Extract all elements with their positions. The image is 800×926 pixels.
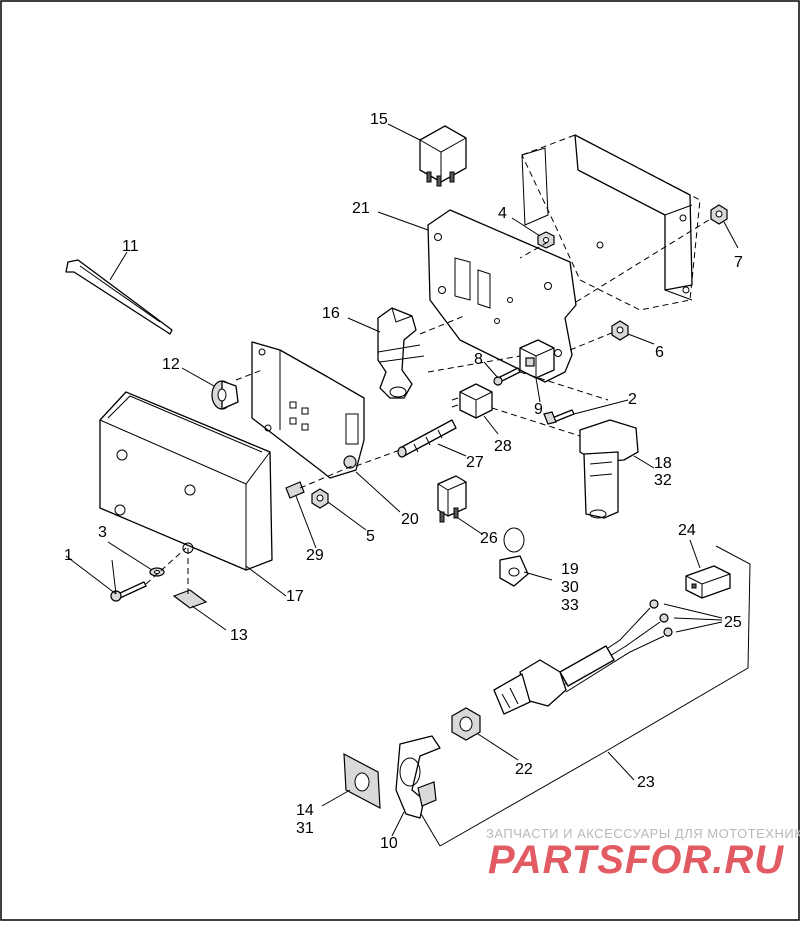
part-21-mounting-plate [427,209,577,383]
part-22-nut [451,707,481,741]
callout-14: 14 [296,802,314,819]
callout-12: 12 [162,356,180,373]
part-8-screw [493,367,521,386]
callout-24: 24 [678,522,696,539]
part-7-nut [710,204,728,225]
callout-5: 5 [366,528,375,545]
callout-22: 22 [515,761,533,778]
callout-29: 29 [306,547,324,564]
callout-3: 3 [98,524,107,541]
part-12-grommet [211,380,239,410]
callout-10: 10 [380,835,398,852]
callout-15: 15 [370,111,388,128]
part-24-connector [685,565,731,599]
callout-17: 17 [286,588,304,605]
watermark-tagline: ЗАПЧАСТИ И АКСЕССУАРЫ ДЛЯ МОТОТЕХНИКИ [486,826,800,841]
callout-30: 30 [561,579,579,596]
leader-lines [65,123,739,837]
part-23-harness [419,545,751,847]
callout-25: 25 [724,614,742,631]
callout-1: 1 [64,547,73,564]
callout-16: 16 [322,305,340,322]
callout-26: 26 [480,530,498,547]
assembly-lines [145,217,713,594]
callout-9: 9 [534,401,543,418]
part-19-ring-terminal [499,527,529,587]
callout-32: 32 [654,472,672,489]
callout-labels: 15 21 4 7 11 16 8 6 9 2 12 28 18 32 27 2… [64,111,743,852]
callout-2: 2 [628,391,637,408]
part-10-switch-bracket [395,735,441,819]
part-11-cable-tie [65,259,173,335]
part-3-washer [149,567,165,577]
callout-23: 23 [637,774,655,791]
callout-19: 19 [561,561,579,578]
callout-20: 20 [401,511,419,528]
part-9-connector [519,339,555,379]
part-5-nut [311,488,329,509]
part-2-screw [543,409,575,425]
part-14-gasket [343,752,381,810]
pressure-switch-assembly [493,599,673,715]
rear-bracket [521,134,701,311]
part-17-cover [99,391,273,571]
part-27-stud [397,419,457,458]
callout-7: 7 [734,254,743,271]
part-20-bracket [251,341,365,479]
callout-31: 31 [296,820,314,837]
callout-21: 21 [352,200,370,217]
part-4-nut [537,231,555,249]
callout-6: 6 [655,344,664,361]
callout-27: 27 [466,454,484,471]
part-15-relay [419,125,467,187]
callout-33: 33 [561,597,579,614]
part-28-terminal [451,383,493,419]
callout-4: 4 [498,205,507,222]
callout-13: 13 [230,627,248,644]
watermark: ЗАПЧАСТИ И АКСЕССУАРЫ ДЛЯ МОТОТЕХНИКИ PA… [486,826,800,882]
part-18-fuse-holder [579,419,639,519]
callout-8: 8 [474,351,483,368]
callout-18: 18 [654,455,672,472]
callout-11: 11 [122,238,139,255]
part-13-label [172,589,208,609]
part-26-fuse [437,475,467,523]
part-29-screw [285,481,305,499]
part-1-screw [110,581,147,602]
part-6-nut [611,320,629,341]
callout-28: 28 [494,438,512,455]
part-16-clamp [377,307,425,399]
watermark-logo: PARTSFOR.RU [488,838,784,882]
